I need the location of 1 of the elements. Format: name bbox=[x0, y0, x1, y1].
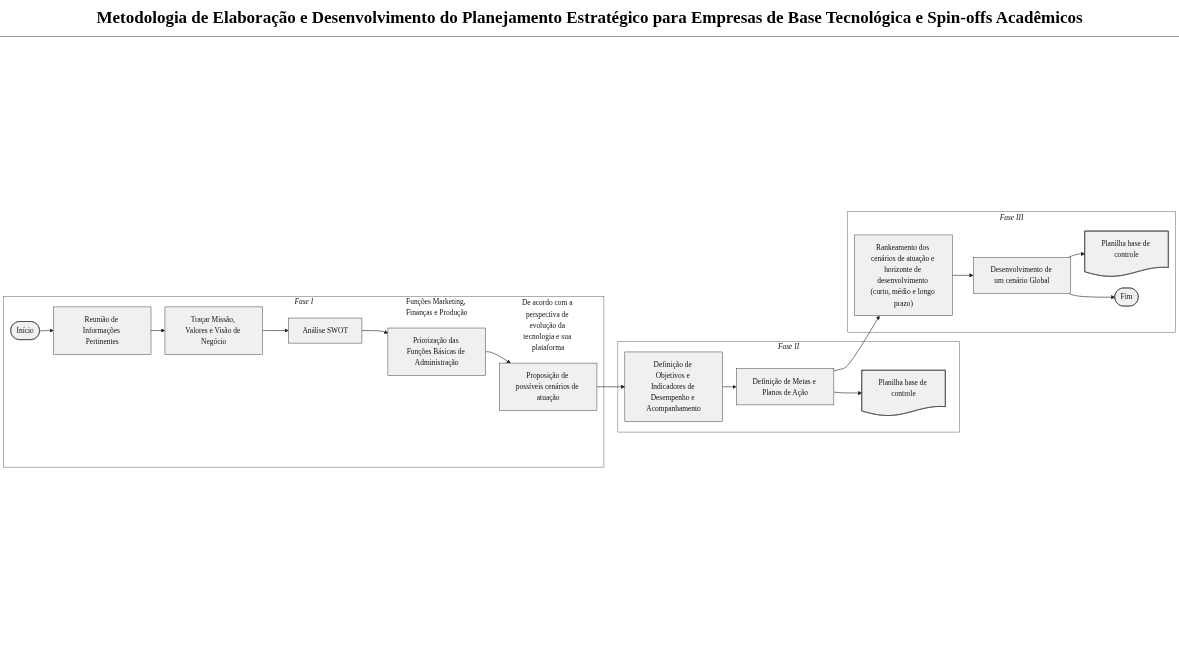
diagram-title: Metodologia de Elaboração e Desenvolvimento do Planejamento Estratégico para Empresas de Base Tecnológica e Spin-offs Acadêmicos bbox=[0, 0, 1179, 37]
